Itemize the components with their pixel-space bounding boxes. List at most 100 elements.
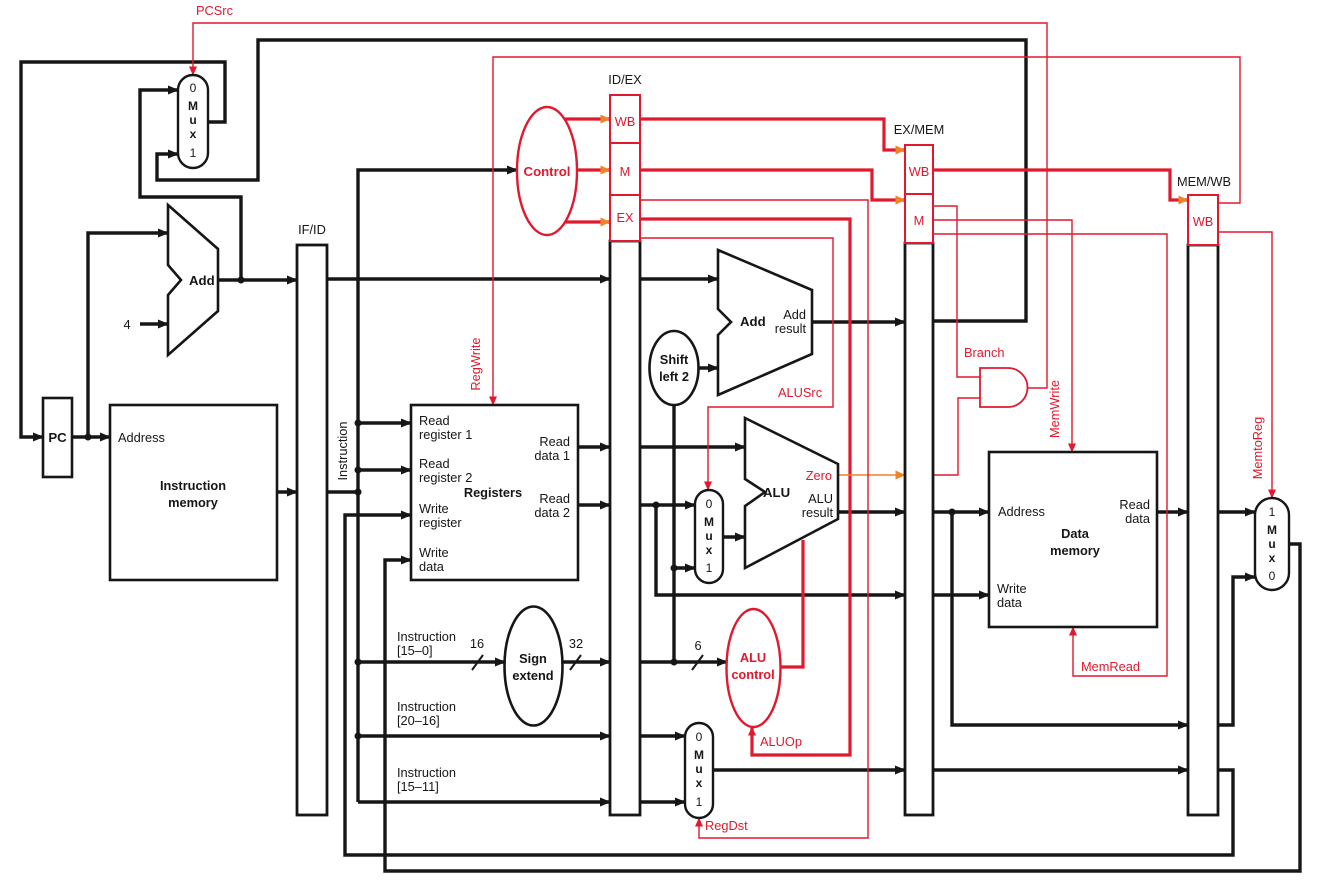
wire-regdst bbox=[640, 199, 869, 839]
wire-idex-wb-to-exmem bbox=[640, 117, 906, 155]
ifid-label: IF/ID bbox=[298, 222, 326, 237]
junction-pc4 bbox=[237, 276, 245, 284]
junction-dots bbox=[84, 276, 956, 740]
wire-zero-to-and-gate bbox=[933, 397, 980, 476]
dmem-read-data-l1: Read bbox=[1119, 497, 1150, 512]
imem-address-port: Address bbox=[118, 430, 165, 445]
aluop-label: ALUOp bbox=[760, 734, 802, 749]
pcmux-input-1: 1 bbox=[190, 146, 197, 160]
exmem-register bbox=[903, 241, 935, 817]
wire-pc-to-add bbox=[86, 228, 169, 437]
datapath-wires bbox=[19, 38, 1302, 873]
junction-bus-2016 bbox=[354, 732, 362, 740]
idex-register bbox=[608, 239, 642, 817]
write-register-l1: Write bbox=[419, 501, 449, 516]
instruction-memory-label-l2: memory bbox=[168, 495, 219, 510]
wire-regwrite bbox=[489, 56, 1241, 406]
read-data-1-l1: Read bbox=[539, 434, 570, 449]
wire-memwb-aluresult-to-wbmux0 bbox=[1218, 572, 1256, 727]
pc-label: PC bbox=[48, 430, 67, 445]
branch-label: Branch bbox=[964, 345, 1005, 360]
mux-letter-x: x bbox=[190, 127, 197, 141]
instruction-memory-box bbox=[108, 403, 279, 582]
wire-aluresult-bypass-to-memwb bbox=[950, 512, 1189, 730]
exmem-wb-field bbox=[904, 144, 934, 195]
junction-bus-imm bbox=[354, 658, 362, 666]
wire-exmem-wb-to-memwb bbox=[933, 168, 1189, 205]
regdstmux-input-1: 1 bbox=[696, 795, 703, 809]
pcmux-input-0: 0 bbox=[190, 81, 197, 95]
bus-width-slash-16 bbox=[471, 654, 484, 671]
bus-width-6: 6 bbox=[694, 638, 701, 653]
junction-imm bbox=[670, 658, 678, 666]
read-register-1-l2: register 1 bbox=[419, 427, 472, 442]
bus-width-slash-6 bbox=[691, 654, 704, 671]
alu-result-label-l1: ALU bbox=[808, 491, 833, 506]
add1-label: Add bbox=[189, 273, 215, 288]
memwb-wb-field bbox=[1187, 194, 1219, 246]
branch-and-gate bbox=[979, 367, 1029, 408]
wire-pc4-to-pcmux0 bbox=[138, 85, 243, 280]
shift-left-2-label-l2: left 2 bbox=[659, 369, 689, 384]
registers-write-data-l2: data bbox=[419, 559, 445, 574]
control-unit bbox=[515, 105, 579, 237]
alusrc-mux bbox=[693, 488, 725, 585]
mux-letter-x: x bbox=[696, 776, 703, 790]
add-result-label-l1: Add bbox=[783, 307, 806, 322]
registers-label: Registers bbox=[464, 485, 522, 500]
instruction-bus-label: Instruction bbox=[335, 421, 350, 480]
add2-label: Add bbox=[740, 314, 766, 329]
dmem-write-data-l2: data bbox=[997, 595, 1023, 610]
idex-wb-label: WB bbox=[615, 114, 636, 129]
shift-left-2-unit bbox=[648, 329, 700, 407]
write-register-l2: register bbox=[419, 515, 462, 530]
exmem-wb-label: WB bbox=[909, 164, 930, 179]
mux-letter-m: M bbox=[694, 748, 704, 762]
wire-memread bbox=[933, 233, 1168, 677]
bus-width-32: 32 bbox=[569, 636, 583, 651]
regdst-mux-labels: 0 M u x 1 bbox=[694, 730, 704, 809]
bus-width-slash-32 bbox=[569, 654, 582, 671]
wire-alusrc bbox=[640, 237, 834, 491]
exmem-m-label: M bbox=[914, 213, 925, 228]
alu-control-unit bbox=[725, 607, 782, 729]
data-memory-label-l1: Data bbox=[1061, 526, 1090, 541]
junction-bus-rr1 bbox=[354, 419, 362, 427]
wire-pcmux-to-pc bbox=[19, 60, 227, 442]
regdstmux-input-0: 0 bbox=[696, 730, 703, 744]
alu-label: ALU bbox=[763, 485, 790, 500]
read-data-2-l2: data 2 bbox=[534, 505, 570, 520]
regdst-label: RegDst bbox=[705, 818, 748, 833]
instr-15-0-label-l2: [15–0] bbox=[397, 643, 433, 658]
read-register-2-l2: register 2 bbox=[419, 470, 472, 485]
wire-write-register-feedback bbox=[343, 510, 1235, 857]
memwb-label: MEM/WB bbox=[1177, 174, 1231, 189]
control-wires-thick bbox=[564, 114, 1189, 757]
data-memory-box bbox=[987, 450, 1159, 629]
wire-memwrite bbox=[933, 219, 1076, 453]
idex-ex-label: EX bbox=[616, 210, 634, 225]
mux-letter-x: x bbox=[706, 543, 713, 557]
wbmux-input-0: 0 bbox=[1269, 569, 1276, 583]
wire-memtoreg bbox=[1219, 231, 1276, 499]
pcsrc-label: PCSrc bbox=[196, 3, 234, 18]
alu-result-label-l2: result bbox=[802, 505, 834, 520]
junction-bus-rr2 bbox=[354, 466, 362, 474]
wire-rd2-bypass-to-exmem bbox=[654, 505, 906, 600]
read-data-1-l2: data 1 bbox=[534, 448, 570, 463]
dmem-write-data-l1: Write bbox=[997, 581, 1027, 596]
alu-control-label-l1: ALU bbox=[740, 650, 766, 665]
wire-instruction-bus-to-control bbox=[356, 165, 518, 802]
memtoreg-mux-labels: 1 M u x 0 bbox=[1267, 505, 1277, 583]
memwb-register bbox=[1186, 243, 1220, 817]
idex-m-label: M bbox=[620, 164, 631, 179]
wire-pcsrc bbox=[189, 22, 1048, 389]
sign-extend-label-l2: extend bbox=[512, 668, 553, 683]
wire-write-data-feedback bbox=[383, 542, 1302, 873]
dmem-address-port: Address bbox=[998, 504, 1045, 519]
alusrcmux-input-1: 1 bbox=[706, 561, 713, 575]
mux-letter-m: M bbox=[704, 515, 714, 529]
branch-adder bbox=[716, 248, 814, 397]
